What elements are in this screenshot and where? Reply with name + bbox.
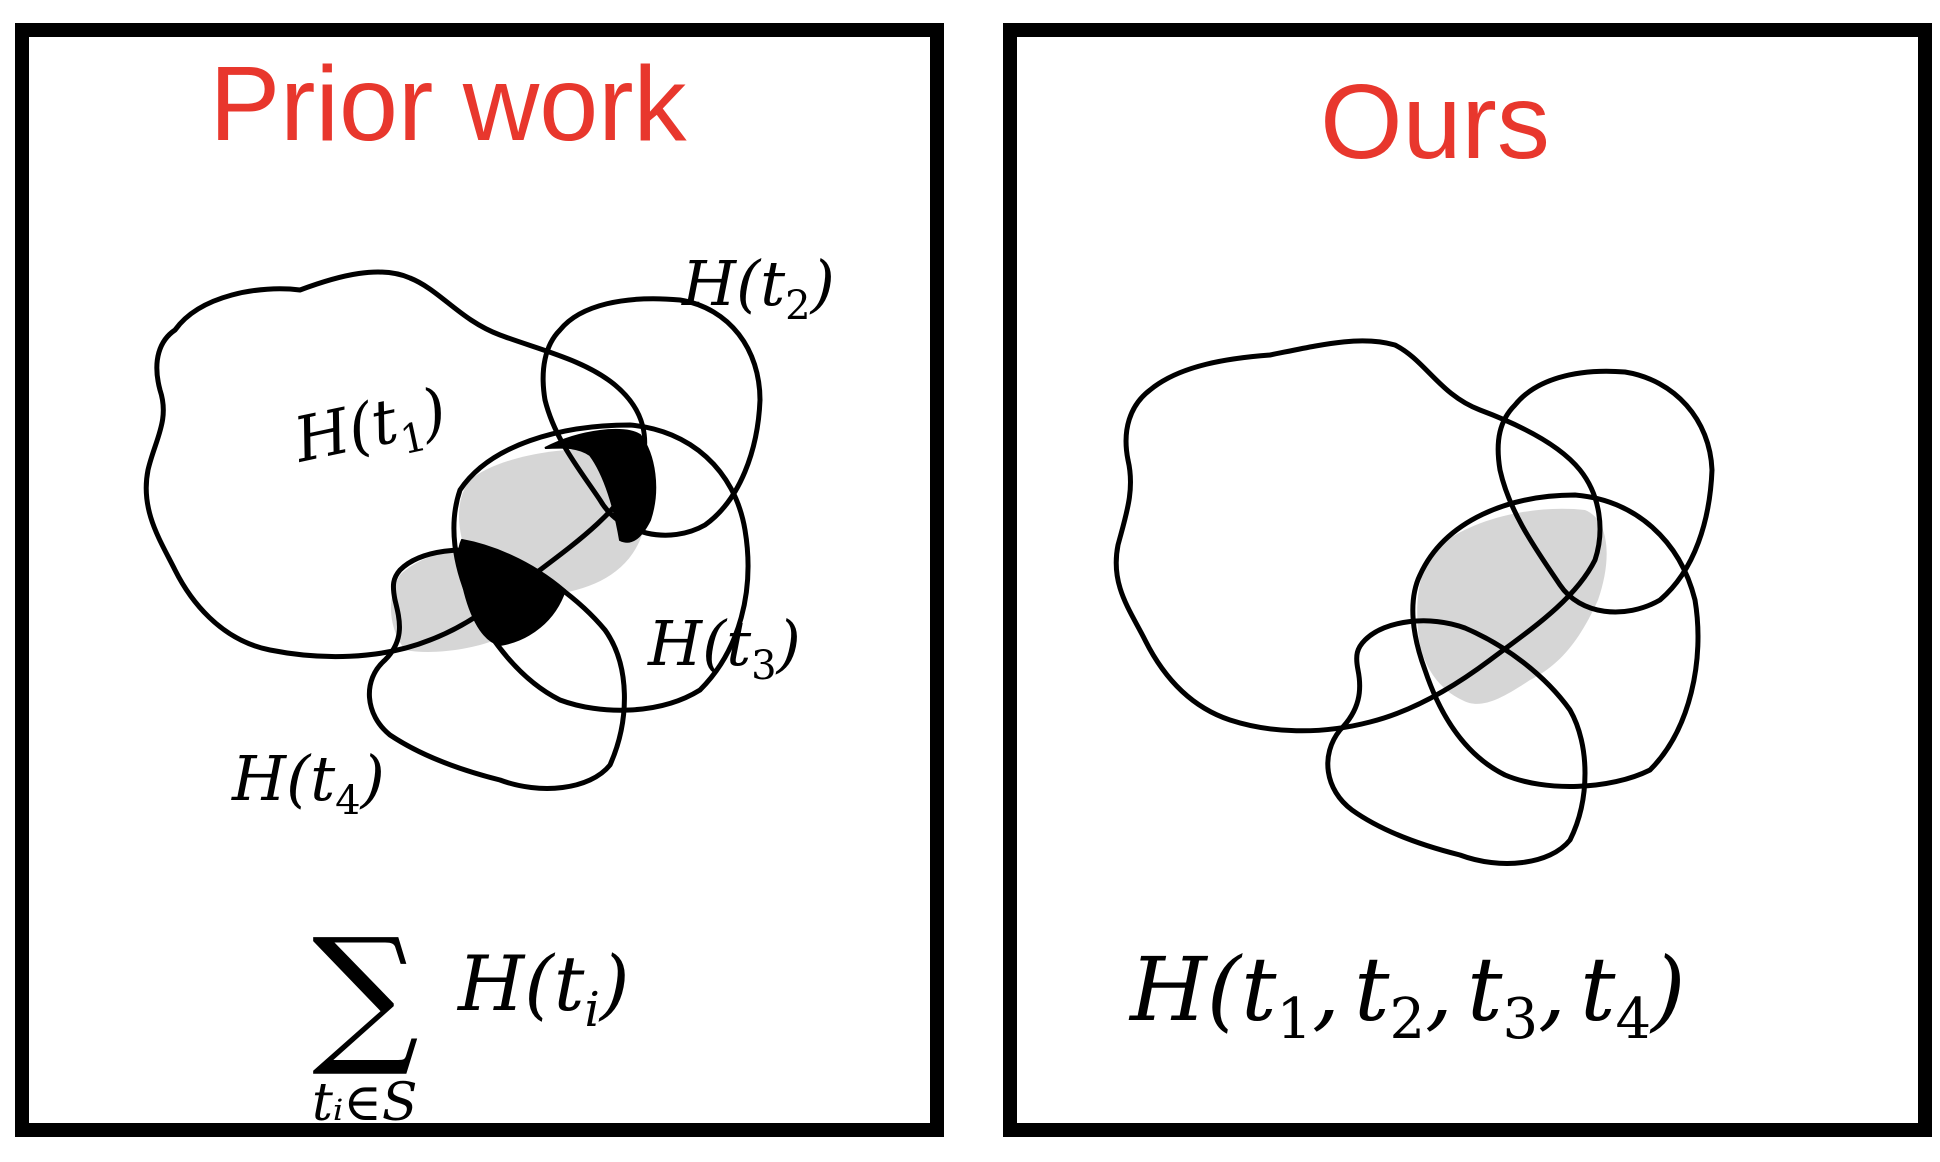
prior-work-frame bbox=[15, 23, 944, 1137]
prior-sum-index: tᵢ∈S bbox=[312, 1073, 417, 1133]
prior-label-t2: H(t2) bbox=[681, 247, 835, 329]
prior-sum-term: H(ti) bbox=[456, 939, 629, 1038]
ours-joint-shade bbox=[1417, 508, 1607, 704]
prior-label-t1: H(t1) bbox=[287, 373, 455, 485]
ours-joint-formula: H(t1,t2,t3,t4) bbox=[1128, 938, 1685, 1052]
prior-label-t4: H(t4) bbox=[231, 742, 385, 824]
ours-set-t2-outline bbox=[1495, 368, 1715, 615]
prior-excluded-region-upper bbox=[544, 428, 657, 543]
ours-title: Ours bbox=[1320, 63, 1550, 181]
prior-work-title: Prior work bbox=[209, 45, 687, 163]
prior-set-t2-outline bbox=[540, 296, 763, 538]
ours-frame bbox=[1003, 23, 1932, 1137]
prior-label-t3: H(t3) bbox=[647, 607, 801, 689]
ours-panel: Ours H(t1,t2,t3,t4) bbox=[1003, 23, 1932, 1137]
ours-set-t4-outline bbox=[1325, 618, 1588, 866]
ours-set-t1-outline bbox=[1113, 338, 1603, 734]
prior-set-t4-outline bbox=[367, 547, 627, 791]
prior-sum-symbol: ∑ bbox=[312, 907, 419, 1081]
prior-work-panel: Prior work H(t1) H(t2) H(t3) H(t4) ∑ bbox=[15, 23, 944, 1137]
prior-set-t1-outline bbox=[143, 269, 648, 660]
prior-set-t3-outline bbox=[451, 422, 751, 713]
ours-set-t3-outline bbox=[1410, 492, 1701, 789]
